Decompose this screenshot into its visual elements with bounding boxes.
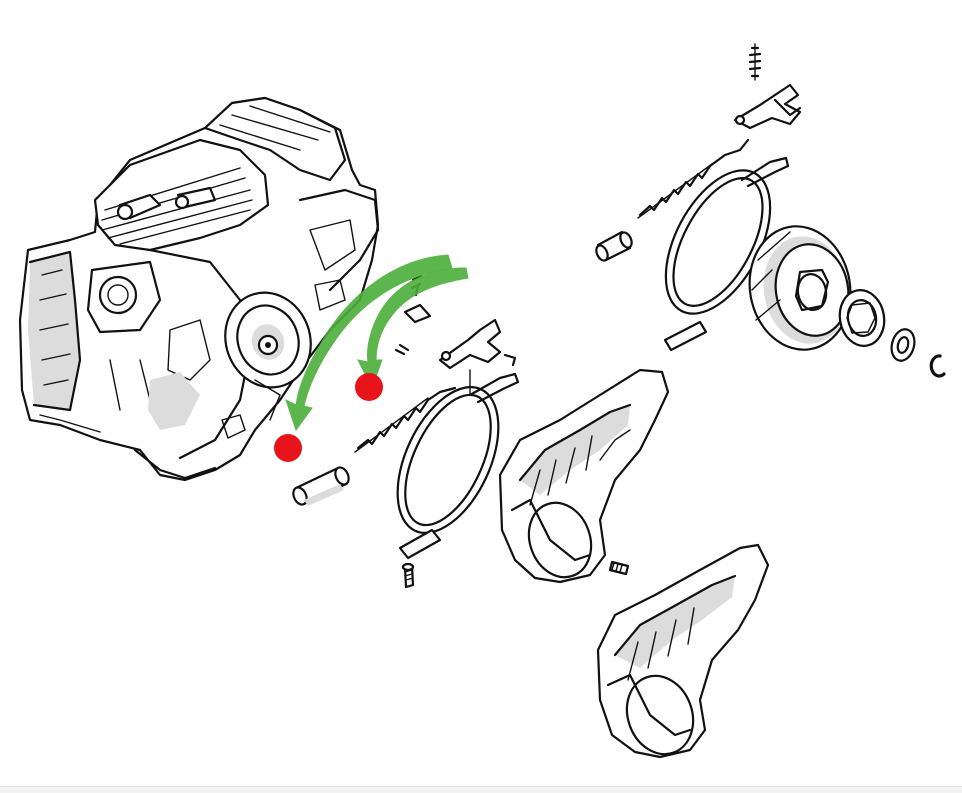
screw-left bbox=[401, 562, 415, 589]
e-clip bbox=[929, 354, 946, 378]
sprocket-cover-upper bbox=[498, 368, 670, 584]
red-marker-spring bbox=[355, 373, 383, 401]
bushing-sleeve-right bbox=[595, 230, 633, 262]
brake-spring-left bbox=[354, 386, 457, 453]
clutch-drum bbox=[748, 225, 852, 351]
green-arrow-left bbox=[285, 254, 453, 432]
brake-band-right bbox=[663, 156, 790, 352]
washer bbox=[890, 328, 916, 362]
bottom-strip bbox=[0, 786, 962, 793]
engine-block bbox=[18, 96, 380, 482]
bushing-sleeve-left bbox=[292, 466, 350, 506]
brake-lever-linkage-right bbox=[733, 43, 802, 130]
brake-spring-right bbox=[637, 138, 750, 219]
screw-right bbox=[608, 560, 630, 576]
sprocket-cover-lower bbox=[596, 543, 770, 759]
sprocket bbox=[838, 289, 886, 347]
red-marker-bushing bbox=[274, 434, 302, 462]
brake-band-left bbox=[396, 372, 520, 560]
